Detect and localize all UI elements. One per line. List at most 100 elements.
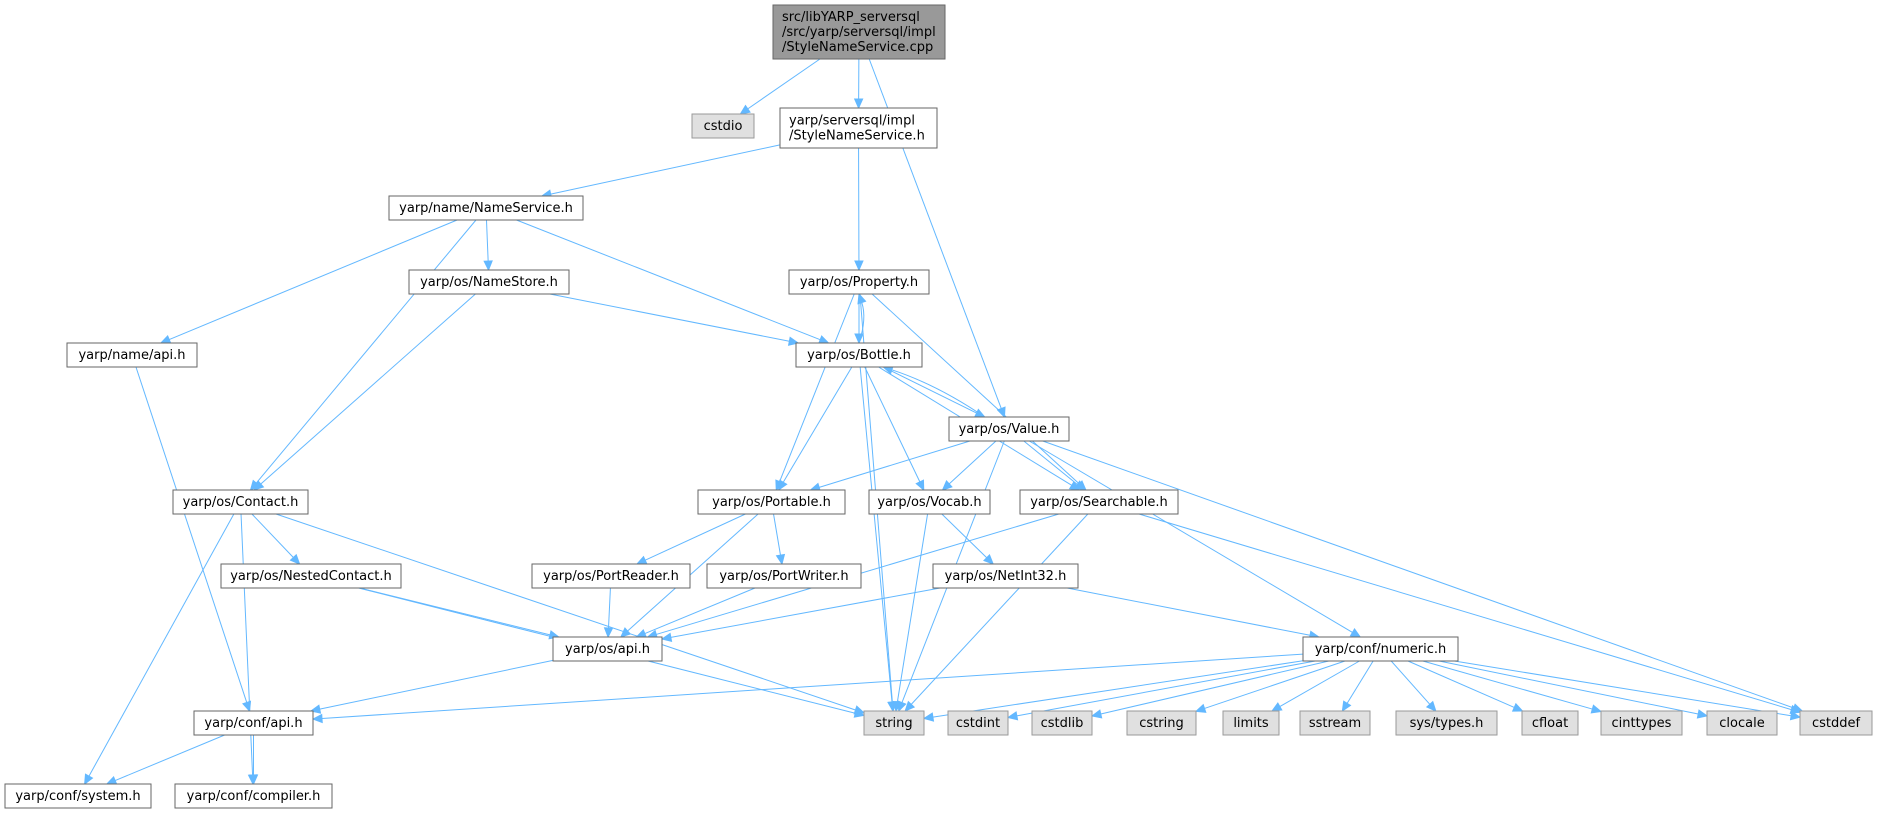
node-box: [779, 107, 938, 149]
node-root[interactable]: src/libYARP_serversql/src/yarp/serversql…: [772, 4, 946, 60]
node-stylenameservice_h[interactable]: yarp/serversql/impl/StyleNameService.h: [779, 107, 938, 149]
node-label: cstdio: [704, 119, 743, 134]
edge-contact_h-to-nestedcontact_h: [251, 513, 301, 565]
node-box: [863, 710, 925, 736]
node-box: [193, 710, 314, 736]
node-cfloat[interactable]: cfloat: [1521, 710, 1579, 736]
node-conf_system_h[interactable]: yarp/conf/system.h: [4, 783, 152, 809]
node-label: yarp/conf/api.h: [204, 716, 302, 731]
node-box: [1799, 710, 1873, 736]
node-label: yarp/os/Contact.h: [183, 495, 299, 510]
edge-stylenameservice_h-to-nameservice_h: [540, 144, 781, 199]
edge-root-to-stylenameservice_h: [853, 58, 864, 110]
edge-bottle_h-to-value_h: [883, 366, 986, 418]
edge-value_h-to-cstddef: [1042, 440, 1804, 713]
node-label: yarp/name/api.h: [78, 348, 185, 363]
node-conf_compiler_h[interactable]: yarp/conf/compiler.h: [174, 783, 333, 809]
node-label: yarp/os/NetInt32.h: [945, 569, 1067, 584]
node-box: [174, 783, 333, 809]
edge-os_api_h-to-conf_api_h: [309, 659, 554, 714]
edges-layer: [84, 58, 1804, 786]
node-bottle_h[interactable]: yarp/os/Bottle.h: [795, 342, 923, 368]
node-cinttypes[interactable]: cinttypes: [1600, 710, 1683, 736]
node-box: [948, 416, 1070, 442]
edge-numeric_h-to-sstream: [1341, 660, 1374, 713]
node-box: [1019, 489, 1179, 515]
node-clocale[interactable]: clocale: [1706, 710, 1778, 736]
edge-bottle_h-to-property_h: [857, 292, 867, 344]
node-conf_api_h[interactable]: yarp/conf/api.h: [193, 710, 314, 736]
node-cstring[interactable]: cstring: [1126, 710, 1197, 736]
node-label: cstddef: [1812, 716, 1861, 731]
node-box: [1395, 710, 1498, 736]
node-namestore_h[interactable]: yarp/os/NameStore.h: [408, 269, 570, 295]
node-sstream[interactable]: sstream: [1299, 710, 1371, 736]
node-box: [1126, 710, 1197, 736]
node-label: cstdint: [956, 716, 1000, 731]
edge-numeric_h-to-clocale: [1439, 660, 1709, 719]
node-contact_h[interactable]: yarp/os/Contact.h: [172, 489, 309, 515]
edge-numeric_h-to-string: [922, 660, 1304, 722]
node-sys_types_h[interactable]: sys/types.h: [1395, 710, 1498, 736]
edge-namestore_h-to-contact_h: [253, 293, 476, 491]
edge-searchable_h-to-string: [904, 513, 1089, 712]
node-portreader_h[interactable]: yarp/os/PortReader.h: [531, 563, 691, 589]
node-numeric_h[interactable]: yarp/conf/numeric.h: [1302, 636, 1459, 662]
node-label: /StyleNameService.cpp: [782, 40, 933, 55]
edge-contact_h-to-conf_compiler_h: [240, 513, 258, 786]
node-limits[interactable]: limits: [1222, 710, 1280, 736]
edge-value_h-to-vocab_h: [941, 440, 997, 491]
node-box: [408, 269, 570, 295]
node-portwriter_h[interactable]: yarp/os/PortWriter.h: [706, 563, 862, 589]
node-value_h[interactable]: yarp/os/Value.h: [948, 416, 1070, 442]
node-box: [772, 4, 946, 60]
node-os_api_h[interactable]: yarp/os/api.h: [552, 636, 663, 662]
node-box: [1302, 636, 1459, 662]
node-netint32_h[interactable]: yarp/os/NetInt32.h: [932, 563, 1079, 589]
node-cstdlib[interactable]: cstdlib: [1031, 710, 1093, 736]
node-vocab_h[interactable]: yarp/os/Vocab.h: [868, 489, 991, 515]
node-cstdio[interactable]: cstdio: [691, 113, 755, 139]
node-box: [697, 489, 846, 515]
edge-numeric_h-to-conf_api_h: [311, 653, 1304, 724]
node-cstddef[interactable]: cstddef: [1799, 710, 1873, 736]
node-label: cfloat: [1532, 716, 1568, 731]
edge-numeric_h-to-sys_types_h: [1390, 660, 1437, 712]
edge-namestore_h-to-bottle_h: [549, 293, 800, 346]
node-label: yarp/os/Searchable.h: [1030, 495, 1168, 510]
node-label: cinttypes: [1612, 716, 1672, 731]
node-box: [868, 489, 991, 515]
edge-numeric_h-to-cstring: [1194, 660, 1346, 713]
edge-numeric_h-to-cstdint: [1006, 660, 1316, 721]
node-label: /src/yarp/serversql/impl: [782, 25, 936, 40]
node-label: yarp/os/Property.h: [800, 275, 918, 290]
node-box: [947, 710, 1009, 736]
node-cstdint[interactable]: cstdint: [947, 710, 1009, 736]
node-box: [788, 269, 930, 295]
edge-portable_h-to-os_api_h: [619, 513, 759, 638]
node-label: string: [875, 716, 912, 731]
node-property_h[interactable]: yarp/os/Property.h: [788, 269, 930, 295]
node-box: [1521, 710, 1579, 736]
node-nameservice_h[interactable]: yarp/name/NameService.h: [388, 195, 584, 221]
node-label: sys/types.h: [1410, 716, 1484, 731]
node-label: yarp/os/PortWriter.h: [719, 569, 848, 584]
node-label: src/libYARP_serversql: [782, 10, 920, 25]
edge-root-to-cstdio: [739, 58, 821, 115]
node-label: yarp/os/Vocab.h: [877, 495, 981, 510]
node-searchable_h[interactable]: yarp/os/Searchable.h: [1019, 489, 1179, 515]
node-portable_h[interactable]: yarp/os/Portable.h: [697, 489, 846, 515]
node-label: cstring: [1139, 716, 1183, 731]
node-string[interactable]: string: [863, 710, 925, 736]
node-box: [706, 563, 862, 589]
node-name_api_h[interactable]: yarp/name/api.h: [66, 342, 198, 368]
node-nestedcontact_h[interactable]: yarp/os/NestedContact.h: [220, 563, 402, 589]
node-box: [1031, 710, 1093, 736]
node-label: cstdlib: [1041, 716, 1084, 731]
node-label: yarp/os/api.h: [565, 642, 650, 657]
edge-portwriter_h-to-os_api_h: [635, 587, 756, 638]
node-box: [691, 113, 755, 139]
edge-stylenameservice_h-to-property_h: [854, 147, 864, 272]
node-label: /StyleNameService.h: [789, 129, 925, 144]
edge-vocab_h-to-netint32_h: [941, 513, 995, 565]
